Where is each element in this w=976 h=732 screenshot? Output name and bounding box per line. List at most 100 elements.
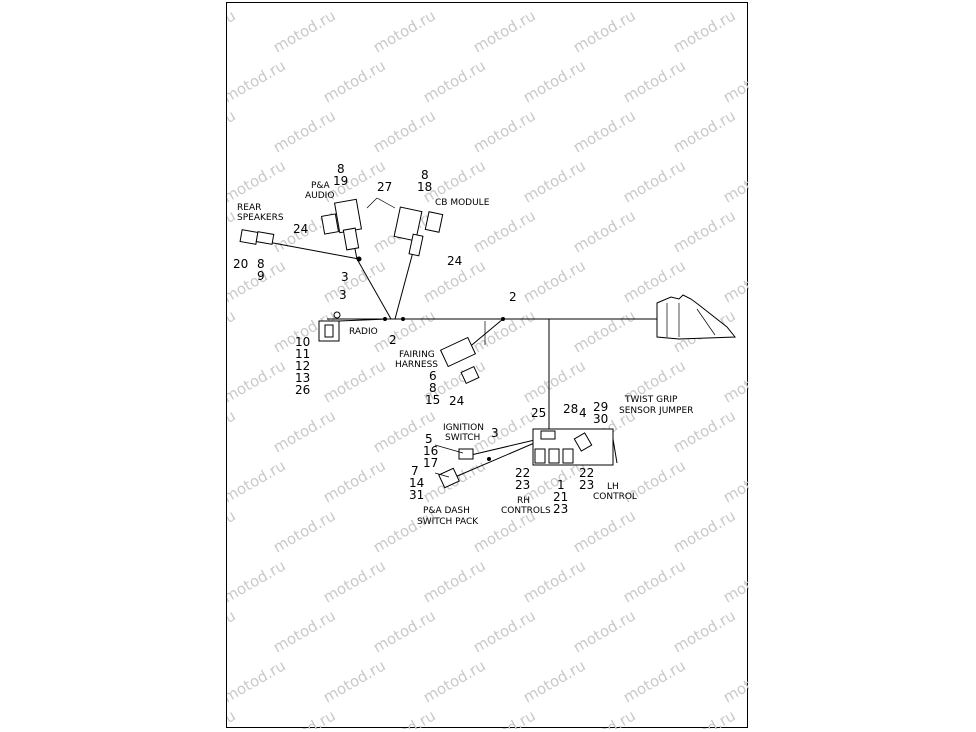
- label-rh-controls: RH: [517, 496, 530, 506]
- watermark-text: motod.ru: [320, 3, 389, 6]
- label-pa-audio: AUDIO: [305, 191, 334, 201]
- watermark-text: motod.ru: [370, 706, 439, 729]
- watermark-text: motod.ru: [570, 606, 639, 656]
- watermark-text: motod.ru: [227, 606, 239, 656]
- watermark-text: motod.ru: [227, 56, 289, 106]
- callout-number: 23: [515, 478, 530, 492]
- callout-number: 7: [411, 464, 419, 478]
- watermark-text: motod.ru: [570, 6, 639, 56]
- watermark-text: motod.ru: [520, 356, 589, 406]
- pa-dash-switch-pack-connector: [438, 467, 460, 489]
- watermark-text: motod.ru: [320, 256, 389, 306]
- watermark-text: motod.ru: [227, 656, 289, 706]
- splice-point: [383, 317, 387, 321]
- callout-number: 31: [409, 488, 424, 502]
- callout-number: 24: [293, 222, 308, 236]
- label-radio: RADIO: [349, 327, 378, 337]
- watermark-text: motod.ru: [670, 106, 739, 156]
- ignition-switch-connector: [458, 448, 474, 460]
- label-rh-controls: CONTROLS: [501, 506, 551, 516]
- watermark-text: motod.ru: [320, 556, 389, 606]
- watermark-text: motod.ru: [620, 556, 689, 606]
- wire-to-speakers: [256, 239, 360, 260]
- label-lh-control: LH: [607, 482, 619, 492]
- watermark-text: motod.ru: [420, 556, 489, 606]
- watermark-text: motod.ru: [720, 556, 749, 606]
- watermark-text: motod.ru: [320, 456, 389, 506]
- watermark-text: motod.ru: [270, 6, 339, 56]
- callout-number: 3: [339, 288, 347, 302]
- watermark-text: motod.ru: [227, 3, 289, 6]
- leader-line: [434, 444, 464, 454]
- watermark-text: motod.ru: [227, 6, 239, 56]
- callout-number: 21: [553, 490, 568, 504]
- callout-number: 20: [233, 257, 248, 271]
- watermark-text: motod.ru: [720, 456, 749, 506]
- callout-number: 8: [421, 168, 429, 182]
- watermark-text: motod.ru: [570, 706, 639, 729]
- callout-number: 23: [579, 478, 594, 492]
- splice-point: [501, 317, 505, 321]
- label-rear-speakers: REAR: [237, 203, 261, 213]
- watermark-text: motod.ru: [470, 706, 539, 729]
- watermark-text: motod.ru: [227, 356, 289, 406]
- watermark-text: motod.ru: [320, 56, 389, 106]
- watermark-text: motod.ru: [720, 656, 749, 706]
- watermark-text: motod.ru: [370, 106, 439, 156]
- watermark-text: motod.ru: [620, 56, 689, 106]
- watermark-text: motod.ru: [670, 506, 739, 556]
- callout-number: 8: [429, 381, 437, 395]
- watermark-text: motod.ru: [227, 106, 239, 156]
- radio-connector: [318, 311, 341, 342]
- label-fairing-harness: FAIRING: [399, 350, 435, 360]
- label-fairing-harness: HARNESS: [395, 360, 438, 370]
- wire-to-dash-pack: [454, 440, 540, 478]
- fairing-harness-connector: [439, 336, 477, 368]
- watermark-text: motod.ru: [720, 256, 749, 306]
- callout-number: 3: [491, 426, 499, 440]
- label-ignition-switch: IGNITION: [443, 423, 484, 433]
- watermark-text: motod.ru: [570, 306, 639, 356]
- callout-number: 22: [515, 466, 530, 480]
- callout-number: 30: [593, 412, 608, 426]
- callout-number: 9: [257, 269, 265, 283]
- callout-number: 2: [509, 290, 517, 304]
- label-pa-dash: P&A DASH: [423, 506, 470, 516]
- callout-number: 22: [579, 466, 594, 480]
- main-harness-block: [656, 294, 737, 340]
- watermark-text: motod.ru: [670, 606, 739, 656]
- label-twist-grip: SENSOR JUMPER: [619, 406, 693, 416]
- watermark-text: motod.ru: [370, 6, 439, 56]
- watermark-text: motod.ru: [227, 306, 239, 356]
- watermark-text: motod.ru: [720, 156, 749, 206]
- callout-number: 13: [295, 371, 310, 385]
- watermark-text: motod.ru: [470, 206, 539, 256]
- watermark-text: motod.ru: [420, 3, 489, 6]
- splice-point: [487, 457, 491, 461]
- watermark-text: motod.ru: [270, 406, 339, 456]
- callout-number: 24: [449, 394, 464, 408]
- watermark-text: motod.ru: [470, 6, 539, 56]
- watermark-text: motod.ru: [720, 56, 749, 106]
- watermark-text: motod.ru: [670, 6, 739, 56]
- watermark-text: motod.ru: [227, 506, 239, 556]
- watermark-text: motod.ru: [320, 656, 389, 706]
- callout-number: 24: [447, 254, 462, 268]
- watermark-text: motod.ru: [227, 556, 289, 606]
- callout-number: 6: [429, 369, 437, 383]
- callout-number: 27: [377, 180, 392, 194]
- watermark-text: motod.ru: [227, 706, 239, 729]
- watermark-text: motod.ru: [520, 256, 589, 306]
- callout-number: 8: [257, 257, 265, 271]
- watermark-text: motod.ru: [420, 56, 489, 106]
- fairing-terminal: [460, 365, 480, 385]
- pa-audio-connector: [320, 198, 363, 251]
- callout-number: 8: [337, 162, 345, 176]
- watermark-text: motod.ru: [570, 106, 639, 156]
- callout-number: 17: [423, 456, 438, 470]
- label-pa-dash: SWITCH PACK: [417, 517, 479, 527]
- watermark-text: motod.ru: [520, 3, 589, 6]
- label-lh-control: CONTROL: [593, 492, 637, 502]
- watermark-text: motod.ru: [470, 106, 539, 156]
